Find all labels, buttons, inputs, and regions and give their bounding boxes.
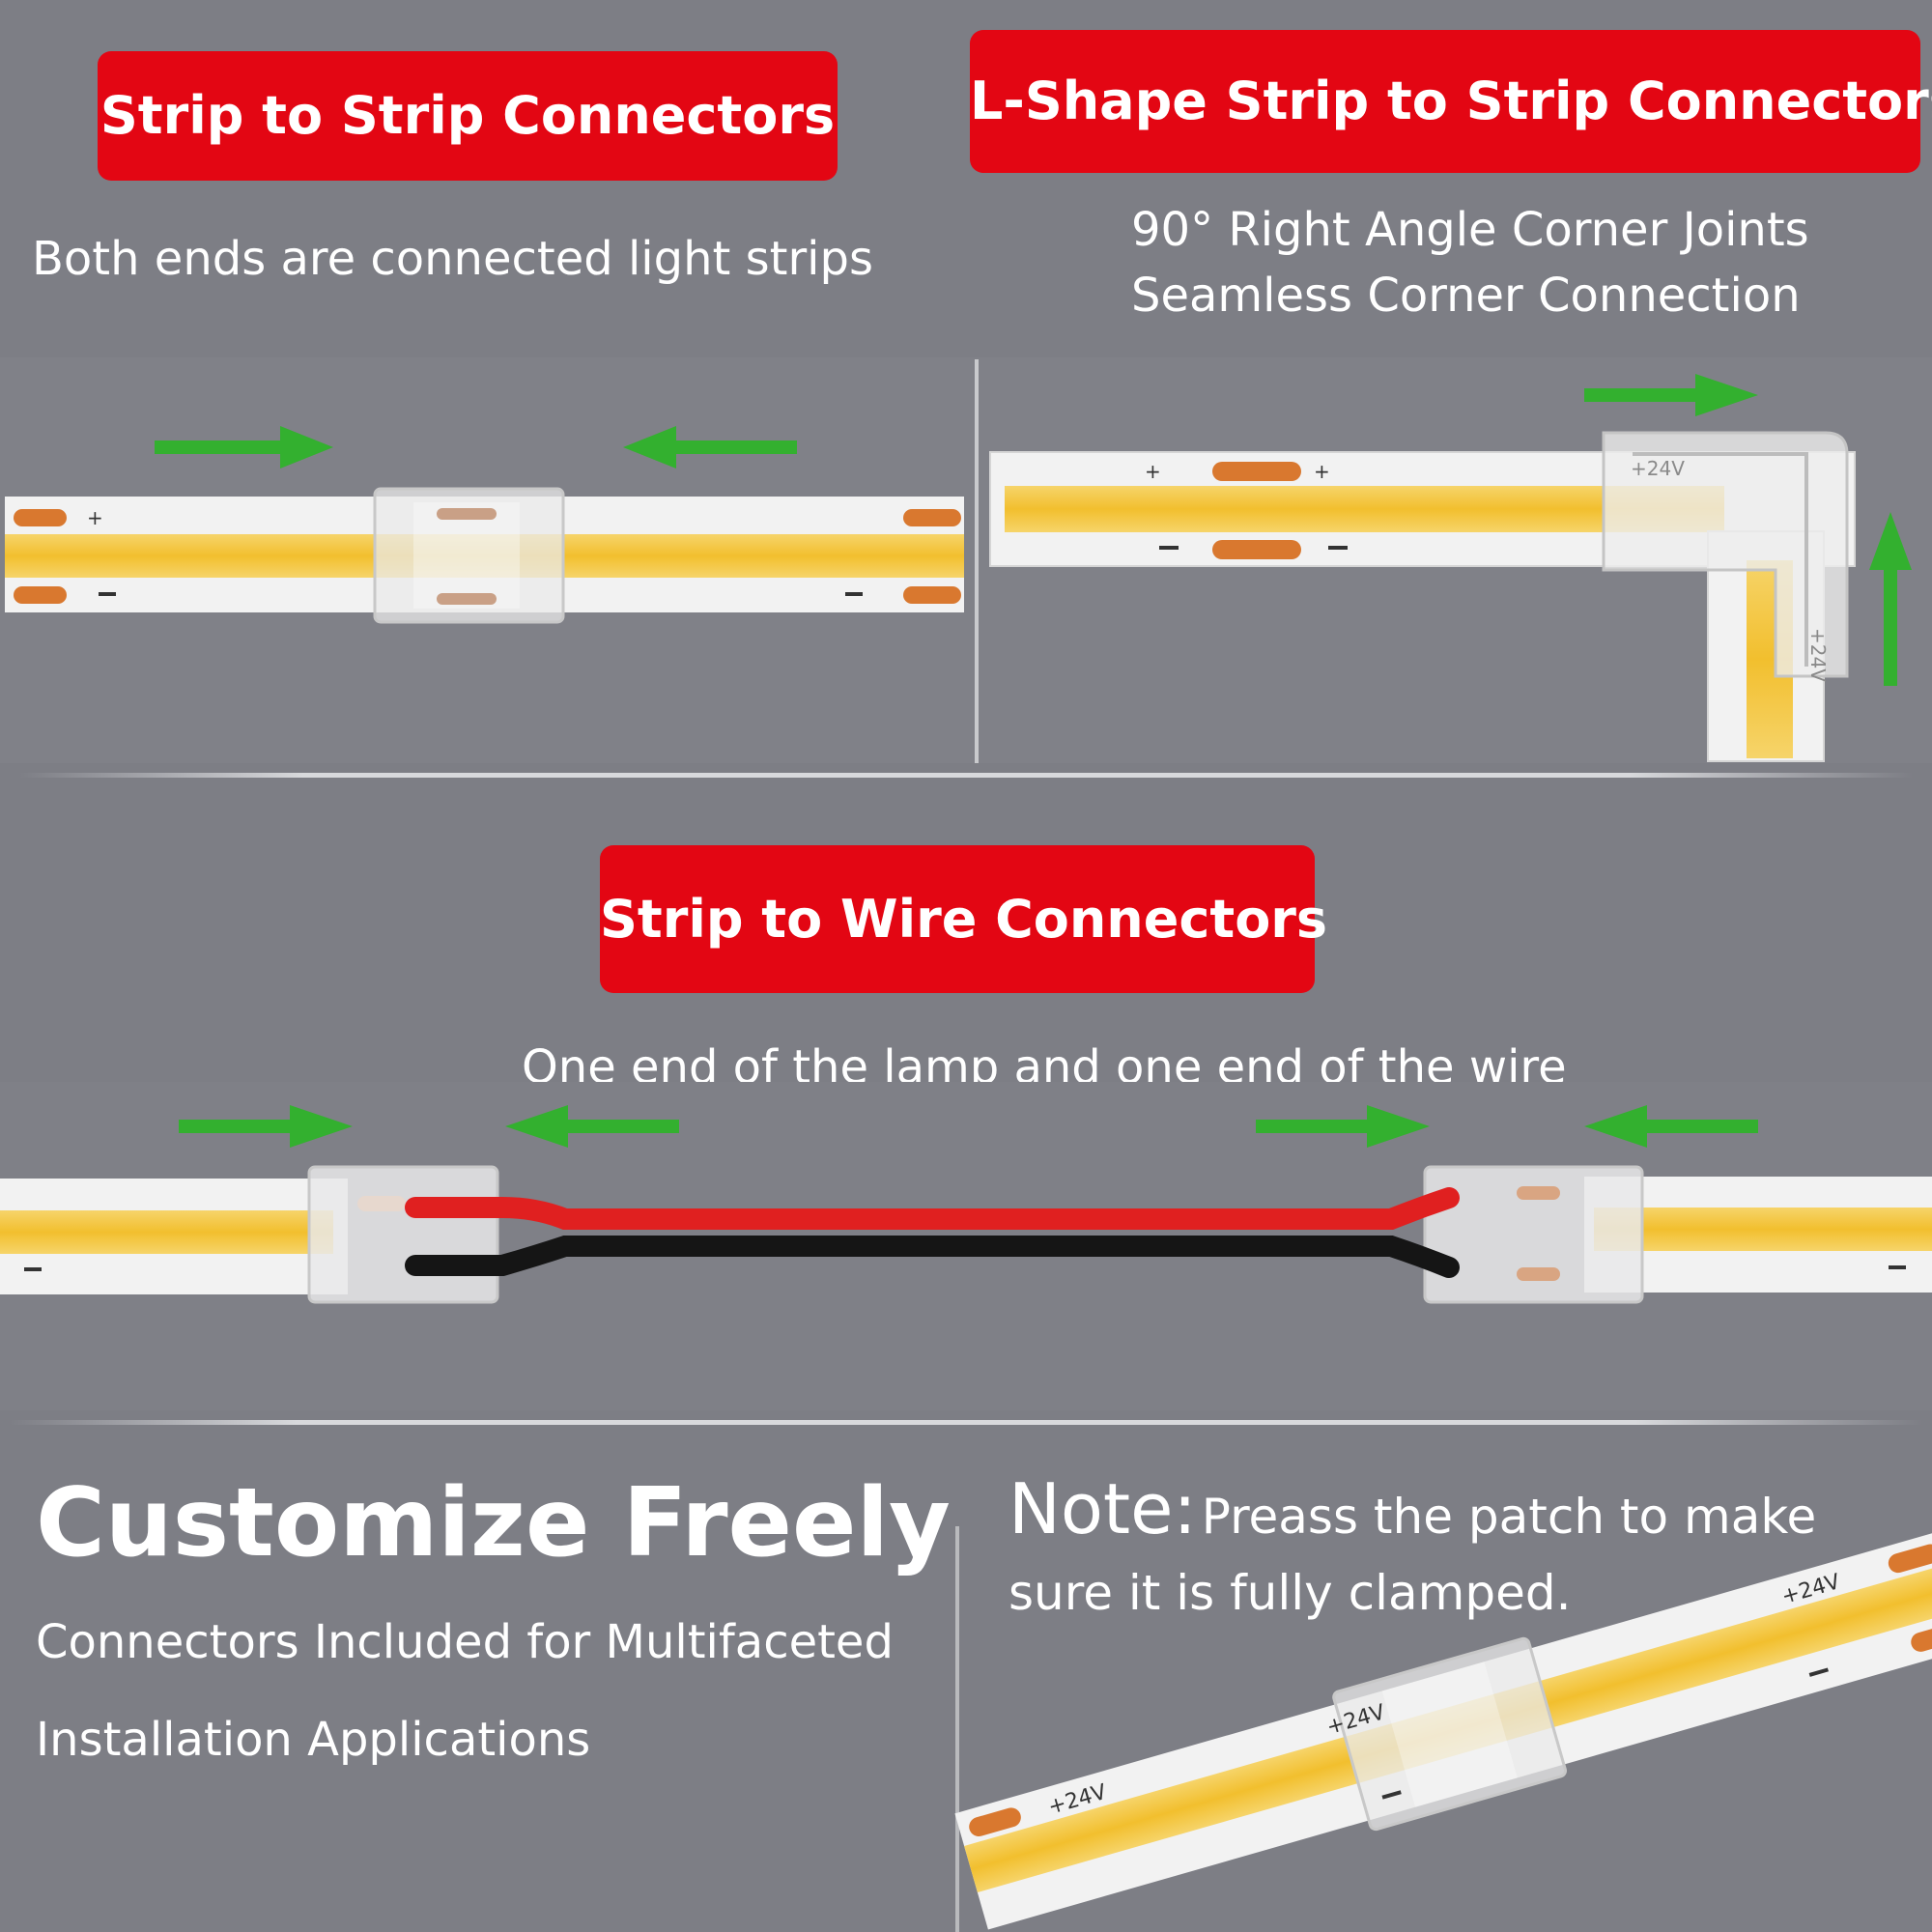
connector-clip xyxy=(373,487,565,624)
divider-top xyxy=(19,773,1913,778)
contact-pin xyxy=(437,508,497,520)
connector-clip xyxy=(1332,1636,1568,1832)
solder-pad xyxy=(903,586,961,604)
polarity-mark xyxy=(1159,546,1179,550)
polarity-mark: + xyxy=(1314,460,1330,483)
note-label: Note: xyxy=(1009,1468,1197,1549)
divider-middle xyxy=(10,1420,1922,1425)
arrow-right-icon xyxy=(179,1105,353,1148)
polarity-mark xyxy=(99,592,116,596)
solder-pad xyxy=(14,509,67,526)
l-shape-subtitle-line1: 90° Right Angle Corner Joints xyxy=(1131,203,1809,257)
led-band xyxy=(0,1210,333,1254)
strip-to-wire-badge: Strip to Wire Connectors xyxy=(600,845,1327,993)
connector-window xyxy=(1381,1662,1518,1807)
arrow-up-icon xyxy=(1869,512,1912,686)
contact-pin xyxy=(437,593,497,605)
polarity-mark: + xyxy=(87,506,103,529)
strip-to-strip-illustration: + xyxy=(5,426,964,624)
arrow-left-icon xyxy=(505,1105,679,1148)
divider-vertical-top xyxy=(975,359,979,763)
arrow-left-icon xyxy=(623,426,797,469)
red-wire xyxy=(405,1187,1460,1230)
note-strip-illustration: +24V +24V +24V xyxy=(954,1531,1932,1930)
divider-vertical-bottom xyxy=(955,1526,959,1932)
strip-to-strip-badge: Strip to Strip Connectors xyxy=(98,51,838,181)
connector-right xyxy=(1423,1165,1644,1304)
polarity-mark: + xyxy=(1145,460,1161,483)
polarity-mark xyxy=(1889,1265,1906,1269)
strip-to-wire-illustration xyxy=(0,1105,1932,1304)
note-block: Note: Preass the patch to make xyxy=(1009,1468,1816,1549)
solder-pad xyxy=(1888,1544,1932,1574)
l-connector xyxy=(1602,431,1849,678)
arrow-right-icon xyxy=(155,426,333,469)
black-wire xyxy=(405,1236,1460,1278)
customize-title: Customize Freely xyxy=(36,1468,951,1578)
polarity-mark xyxy=(24,1267,42,1271)
l-shape-illustration: +24V +24V + + xyxy=(989,374,1912,762)
polarity-mark xyxy=(1328,546,1348,550)
polarity-mark xyxy=(1381,1790,1402,1800)
led-band xyxy=(1594,1208,1932,1251)
polarity-mark xyxy=(845,592,863,596)
solder-pad xyxy=(1212,540,1301,559)
note-text-line1: Preass the patch to make xyxy=(1201,1489,1817,1545)
voltage-label: +24V xyxy=(1806,628,1830,682)
connector-window xyxy=(413,502,520,609)
solder-pad xyxy=(1911,1623,1932,1652)
customize-line1: Connectors Included for Multifaceted xyxy=(36,1615,894,1669)
arrow-right-icon xyxy=(1256,1105,1430,1148)
l-shape-subtitle-line2: Seamless Corner Connection xyxy=(1131,269,1801,323)
arrow-right-icon xyxy=(1584,374,1758,416)
voltage-label: +24V xyxy=(1631,457,1685,480)
l-connector-rail xyxy=(1633,452,1808,667)
solder-pad xyxy=(903,509,961,526)
solder-pad xyxy=(1212,462,1301,481)
connector-left xyxy=(307,1165,499,1304)
strip-to-strip-subtitle: Both ends are connected light strips xyxy=(32,232,873,286)
l-shape-badge: L-Shape Strip to Strip Connectors xyxy=(970,30,1932,173)
solder-pad xyxy=(14,586,67,604)
customize-line2: Installation Applications xyxy=(36,1713,591,1767)
solder-pad xyxy=(969,1807,1021,1837)
contact-pin xyxy=(1517,1267,1560,1281)
contact-pin xyxy=(1517,1186,1560,1200)
arrow-left-icon xyxy=(1584,1105,1758,1148)
polarity-mark xyxy=(1808,1667,1829,1677)
note-text-line2: sure it is fully clamped. xyxy=(1009,1565,1572,1621)
